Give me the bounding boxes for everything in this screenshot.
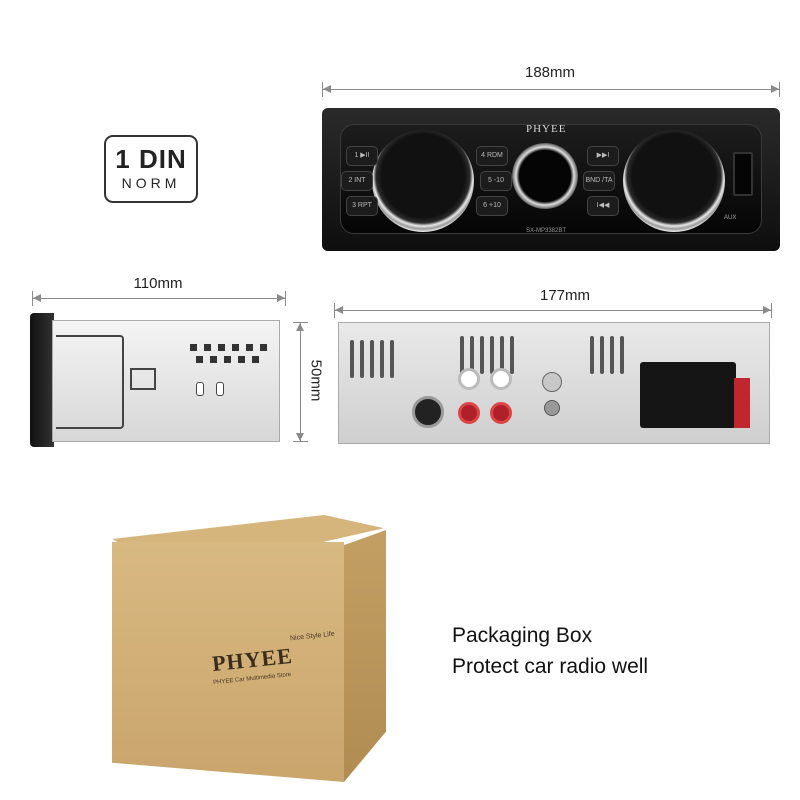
side-vent-hole [252,356,259,363]
back-vent-slot [490,336,494,374]
back-vent-slot [470,336,474,374]
ground-bolt [542,372,562,392]
preset-button-4[interactable]: 4 RDM [476,146,508,166]
side-vent-hole [218,344,225,351]
packaging-box-front [112,542,344,782]
back-vent-slot [500,336,504,374]
rca-output-white-right [490,368,512,390]
back-vent-slot [610,336,614,374]
usb-port [733,152,753,196]
side-vent-hole [246,344,253,351]
rca-output-red-left [458,402,480,424]
back-vent-slot [600,336,604,374]
side-slot-1 [196,382,204,396]
preset-button-2[interactable]: 2 INT [341,171,373,191]
preset-button-3[interactable]: 3 RPT [346,196,378,216]
radio-side-chassis [52,320,280,442]
preset-button-5[interactable]: 5 -10 [480,171,512,191]
fuse [734,378,750,428]
side-vent-hole [210,356,217,363]
side-window [130,368,156,390]
side-vent-hole [260,344,267,351]
rca-output-red-right [490,402,512,424]
side-vent-hole [232,344,239,351]
radio-side-faceplate [30,313,54,447]
packaging-box-side [344,530,386,782]
rca-output-white-left [458,368,480,390]
height-dimension-line [293,322,308,442]
preset-button-6[interactable]: 6 +10 [476,196,508,216]
side-vent-hole [238,356,245,363]
aux-port-label: AUX [724,215,737,221]
caption-packaging-box: Packaging Box [452,624,593,647]
back-vent-slot [380,340,384,378]
front-width-label: 188mm [524,64,576,81]
side-bracket [56,335,124,429]
height-label: 50mm [307,359,325,402]
prev-track-button[interactable]: I◀◀ [587,196,619,216]
rear-screw [544,400,560,416]
back-vent-slot [460,336,464,374]
back-vent-slot [590,336,594,374]
caption-protect-radio: Protect car radio well [452,655,649,678]
back-width-label: 177mm [539,287,591,304]
side-depth-label: 110mm [133,275,183,292]
back-vent-slot [620,336,624,374]
right-speaker-ring [623,130,725,232]
volume-knob[interactable] [512,143,578,209]
side-vent-hole [190,344,197,351]
back-vent-slot [350,340,354,378]
side-vent-hole [224,356,231,363]
back-width-dimension-line [334,303,772,318]
back-vent-slot [360,340,364,378]
din-size-badge: 1 DIN NORM [104,135,198,203]
back-vent-slot [370,340,374,378]
side-vent-hole [196,356,203,363]
front-width-dimension-line [322,82,780,97]
back-vent-slot [510,336,514,374]
iso-connector-left [640,362,692,428]
side-slot-2 [216,382,224,396]
front-brand-logo: PHYEE [526,123,567,135]
front-model-label: SX-MP3382BT [526,228,567,234]
next-track-button[interactable]: ▶▶I [587,146,619,166]
back-vent-slot [480,336,484,374]
side-depth-dimension-line [32,291,286,306]
back-vent-slot [390,340,394,378]
iso-connector-right [684,362,736,428]
side-vent-hole [204,344,211,351]
left-speaker-ring [372,130,474,232]
band-ta-button[interactable]: BND /TA [583,171,615,191]
badge-din-text: 1 DIN [115,144,187,174]
preset-button-1[interactable]: 1 ▶II [346,146,378,166]
antenna-socket [412,396,444,428]
badge-norm-text: NORM [121,175,181,191]
